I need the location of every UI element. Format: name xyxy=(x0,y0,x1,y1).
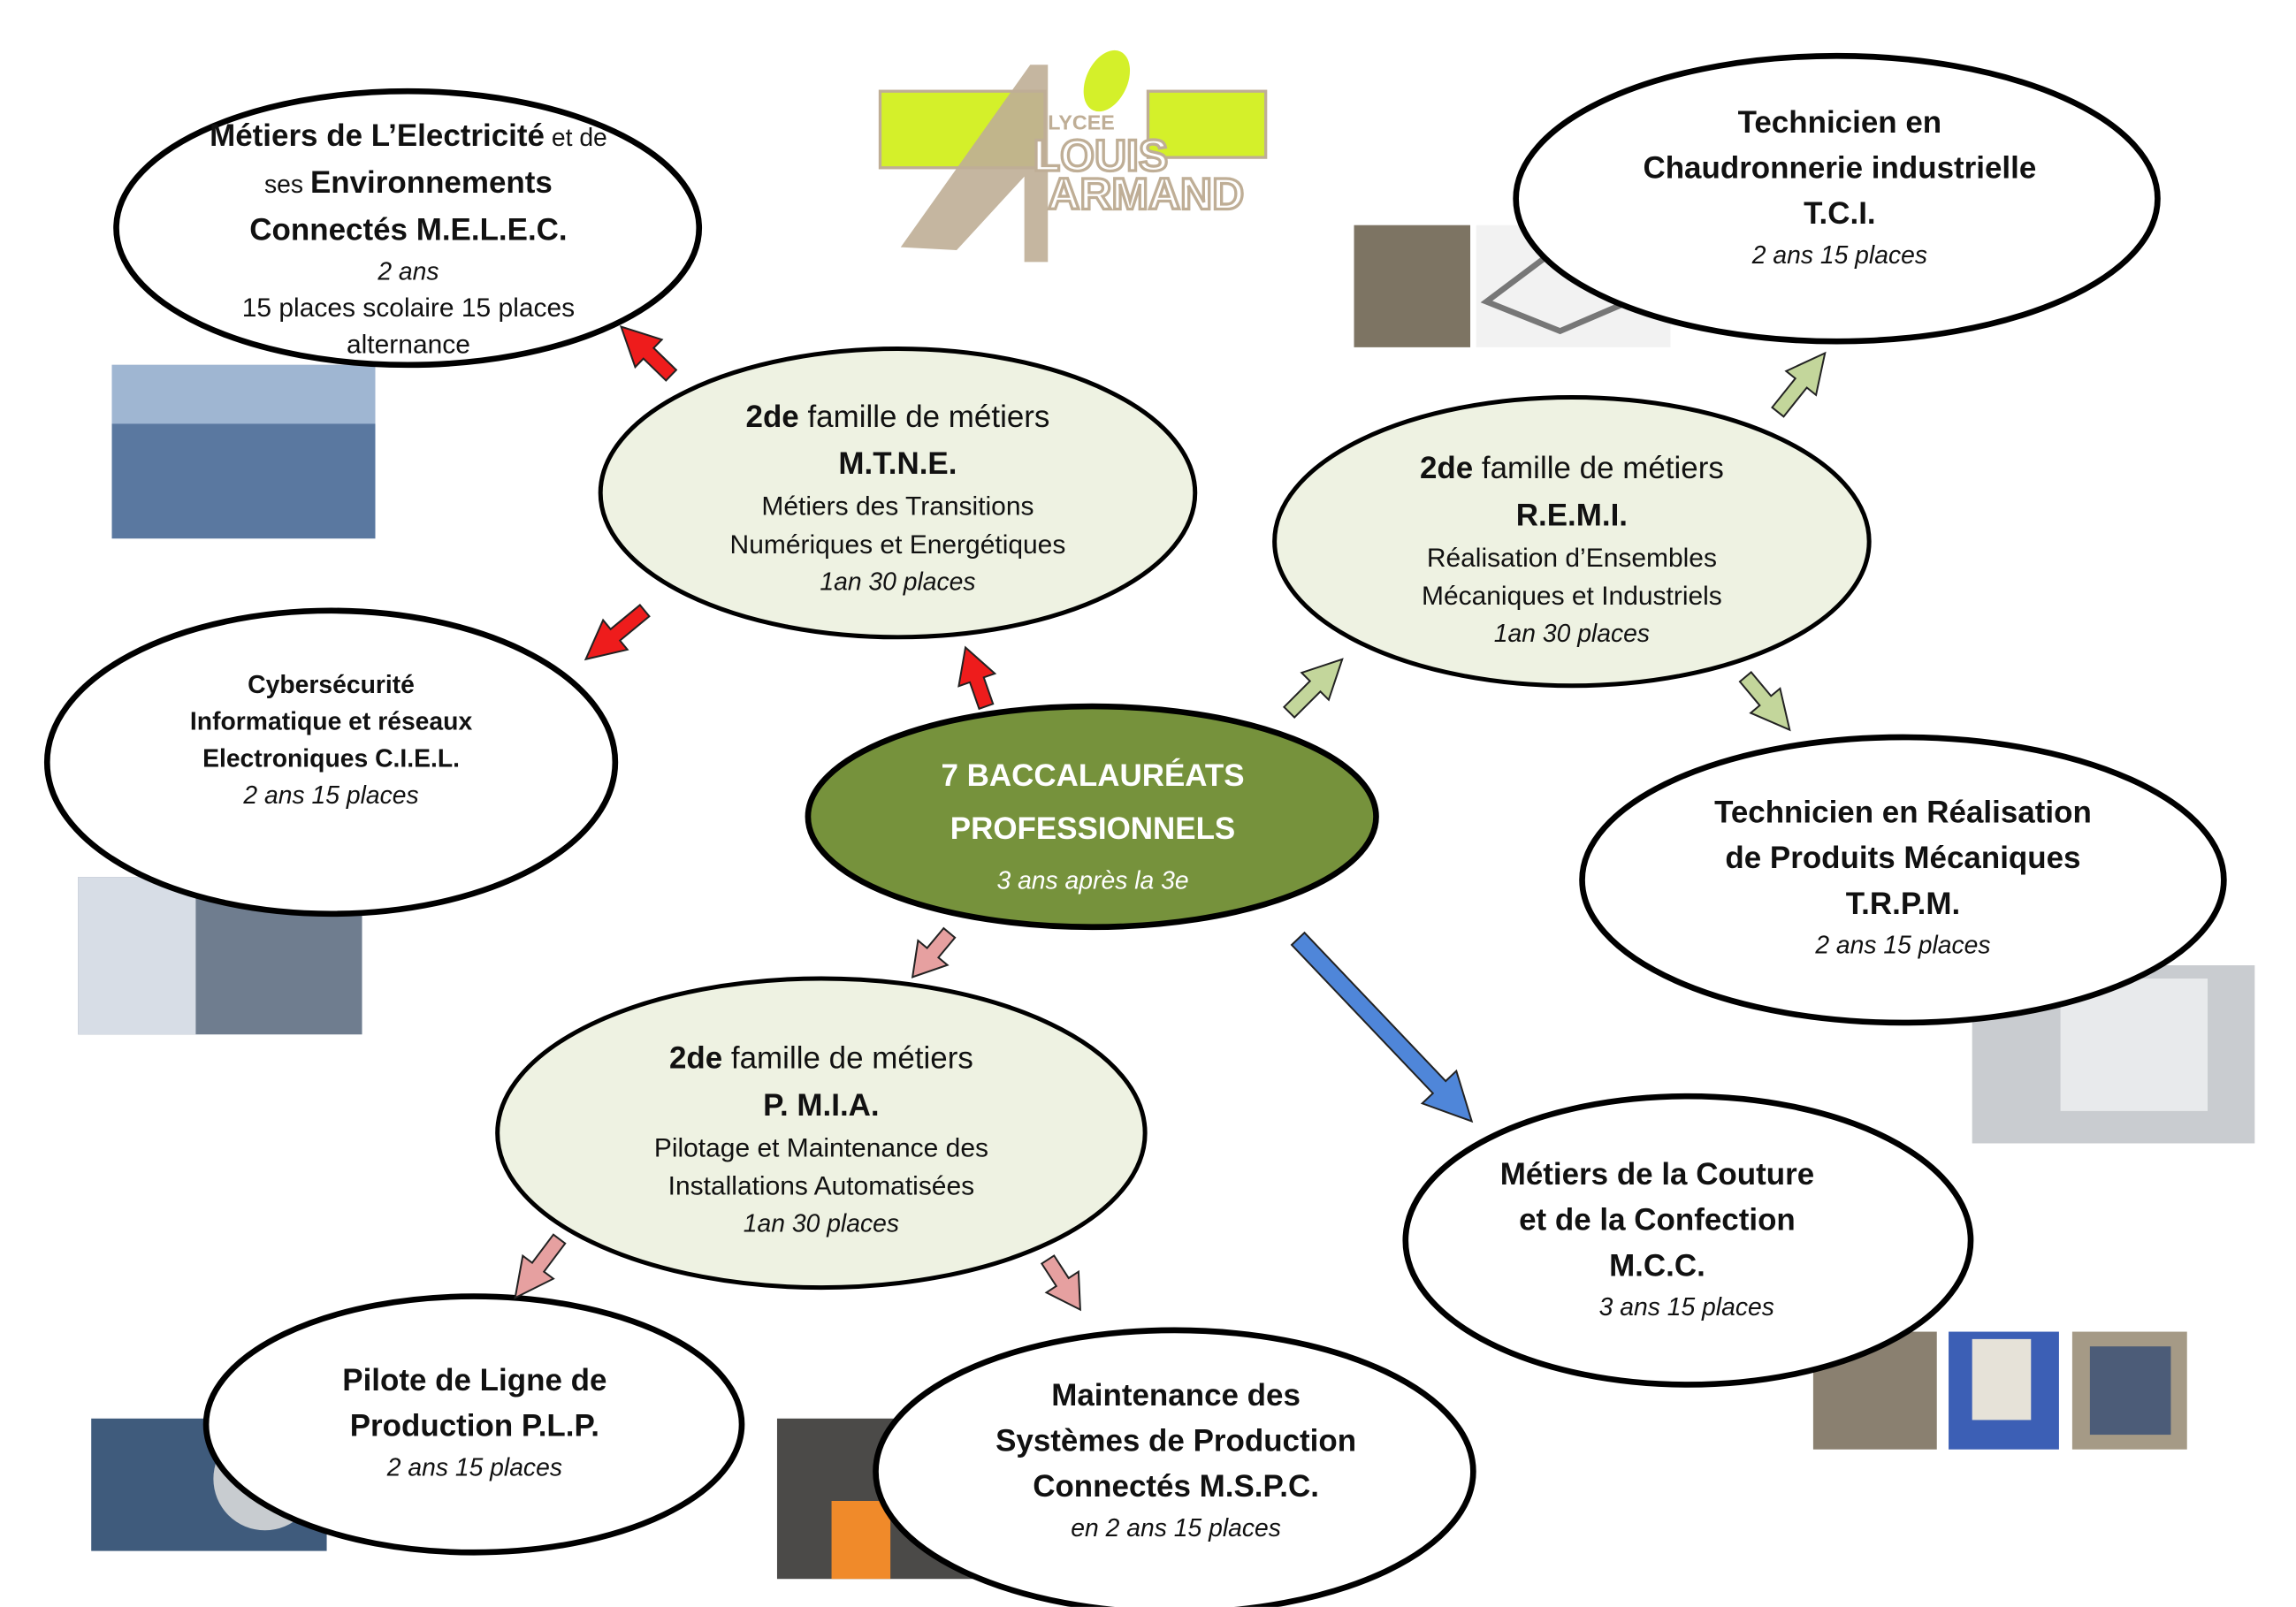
ellipse-plp xyxy=(202,1293,745,1556)
job-plp: Pilote de Ligne de Production P.L.P. 2 a… xyxy=(294,1359,655,1487)
family-label: famille de métiers xyxy=(1473,452,1724,486)
family-desc: Pilotage et Maintenance des xyxy=(653,1132,988,1163)
arrow-to-remi xyxy=(1282,658,1344,720)
job-places: 2 ans 15 places xyxy=(243,781,419,810)
job-title: Connectés M.S.P.C. xyxy=(1033,1470,1319,1504)
job-places: 2 ans 15 places xyxy=(1815,931,1991,960)
ellipse-ciel xyxy=(43,607,619,918)
logo-text-louis: LOUIS xyxy=(1034,131,1169,180)
job-duration: 2 ans xyxy=(378,257,439,286)
ellipse-pmia xyxy=(495,976,1148,1291)
family-places: 1an 30 places xyxy=(743,1209,900,1238)
job-mcc: Métiers de la Couture et de la Confectio… xyxy=(1437,1152,1878,1325)
family-code: M.T.N.E. xyxy=(838,447,957,482)
ellipse-mspc xyxy=(873,1327,1476,1607)
arrow-to-ciel xyxy=(584,604,651,661)
job-title: de Produits Mécaniques xyxy=(1725,842,2081,876)
job-title: T.R.P.M. xyxy=(1845,887,1961,922)
photo-metal-parts xyxy=(1354,225,1471,347)
job-title: M.C.C. xyxy=(1609,1249,1705,1283)
job-trpm: Technicien en Réalisation de Produits Mé… xyxy=(1645,790,2161,963)
job-title: Connectés M.E.L.E.C. xyxy=(249,213,568,248)
ellipse-tci xyxy=(1513,52,2161,345)
job-title: Systèmes de Production xyxy=(995,1424,1357,1458)
ellipse-mcc xyxy=(1402,1093,1974,1388)
job-ciel: Cybersécurité Informatique et réseaux El… xyxy=(118,666,545,813)
job-title: ses xyxy=(264,171,310,199)
job-places: 2 ans 15 places xyxy=(1751,241,1928,270)
central-title-line2: PROFESSIONNELS xyxy=(950,811,1236,847)
family-prefix: 2de xyxy=(668,1041,723,1076)
family-desc: Mécaniques et Industriels xyxy=(1421,581,1722,611)
arrow-to-tci xyxy=(1771,351,1827,418)
job-title: Technicien en Réalisation xyxy=(1714,796,2092,830)
job-title: Pilote de Ligne de xyxy=(342,1364,607,1398)
job-places: 15 places scolaire 15 places xyxy=(241,293,576,323)
job-title: et de xyxy=(544,123,607,152)
family-label: famille de métiers xyxy=(798,400,1050,435)
ellipse-melec xyxy=(113,88,703,369)
job-title: et de la Confection xyxy=(1519,1203,1796,1238)
family-places: 1an 30 places xyxy=(1493,619,1651,648)
arrow-to-trpm xyxy=(1738,671,1791,732)
job-title: Chaudronnerie industrielle xyxy=(1643,151,2037,186)
job-melec: Métiers de L’Electricité et de ses Envir… xyxy=(162,113,655,362)
job-title: Informatique et réseaux xyxy=(189,707,473,736)
job-title: Electroniques C.I.E.L. xyxy=(202,744,461,773)
logo-text-lycee: LYCEE xyxy=(1048,110,1115,133)
ellipse-trpm xyxy=(1579,734,2227,1026)
family-code: R.E.M.I. xyxy=(1515,499,1629,533)
central-title-line1: 7 BACCALAURÉATS xyxy=(941,758,1245,794)
family-pmia: 2de famille de métiers P. M.I.A. Pilotag… xyxy=(556,1036,1086,1242)
family-label: famille de métiers xyxy=(722,1041,973,1076)
job-title: Cybersécurité xyxy=(248,671,415,699)
arrow-to-plp xyxy=(514,1233,567,1300)
arrow-to-melec xyxy=(619,325,678,382)
family-prefix: 2de xyxy=(745,400,799,435)
family-remi: 2de famille de métiers R.E.M.I. Réalisat… xyxy=(1307,446,1836,651)
job-title: T.C.I. xyxy=(1804,197,1876,232)
job-title: Maintenance des xyxy=(1051,1378,1301,1413)
ellipse-central xyxy=(805,703,1379,931)
ellipse-mtne xyxy=(598,347,1198,640)
central-duration: 3 ans après la 3e xyxy=(996,866,1189,895)
arrow-to-pmia xyxy=(911,926,957,979)
job-title: Production P.L.P. xyxy=(349,1409,600,1444)
family-desc: Numériques et Energétiques xyxy=(729,529,1066,560)
family-places: 1an 30 places xyxy=(820,567,976,597)
family-code: P. M.I.A. xyxy=(763,1088,880,1123)
arrow-to-mtne xyxy=(957,645,997,711)
arrow-to-mspc xyxy=(1040,1254,1081,1312)
school-logo: LYCEE LOUIS ARMAND xyxy=(878,50,1268,263)
job-tci: Technicien en Chaudronnerie industrielle… xyxy=(1590,100,2090,273)
job-title: Environnements xyxy=(309,166,553,201)
family-desc: Réalisation d’Ensembles xyxy=(1426,543,1717,573)
job-places: 3 ans 15 places xyxy=(1598,1293,1774,1321)
arrow-to-mcc xyxy=(1290,931,1474,1123)
family-desc: Installations Automatisées xyxy=(667,1171,975,1201)
job-mspc: Maintenance des Systèmes de Production C… xyxy=(957,1373,1395,1546)
ellipse-remi xyxy=(1272,394,1872,689)
central-node: 7 BACCALAURÉATS PROFESSIONNELS 3 ans apr… xyxy=(824,750,1362,899)
logo-text-armand: ARMAND xyxy=(1048,169,1244,218)
family-prefix: 2de xyxy=(1419,452,1474,486)
job-places: en 2 ans 15 places xyxy=(1071,1513,1281,1542)
job-title: Technicien en xyxy=(1737,105,1942,141)
family-desc: Métiers des Transitions xyxy=(761,491,1034,522)
job-places: 2 ans 15 places xyxy=(386,1453,562,1482)
family-mtne: 2de famille de métiers M.T.N.E. Métiers … xyxy=(633,394,1163,600)
job-title: Métiers de L’Electricité xyxy=(210,118,545,154)
job-places: alternance xyxy=(346,329,470,360)
job-title: Métiers de la Couture xyxy=(1499,1158,1815,1192)
